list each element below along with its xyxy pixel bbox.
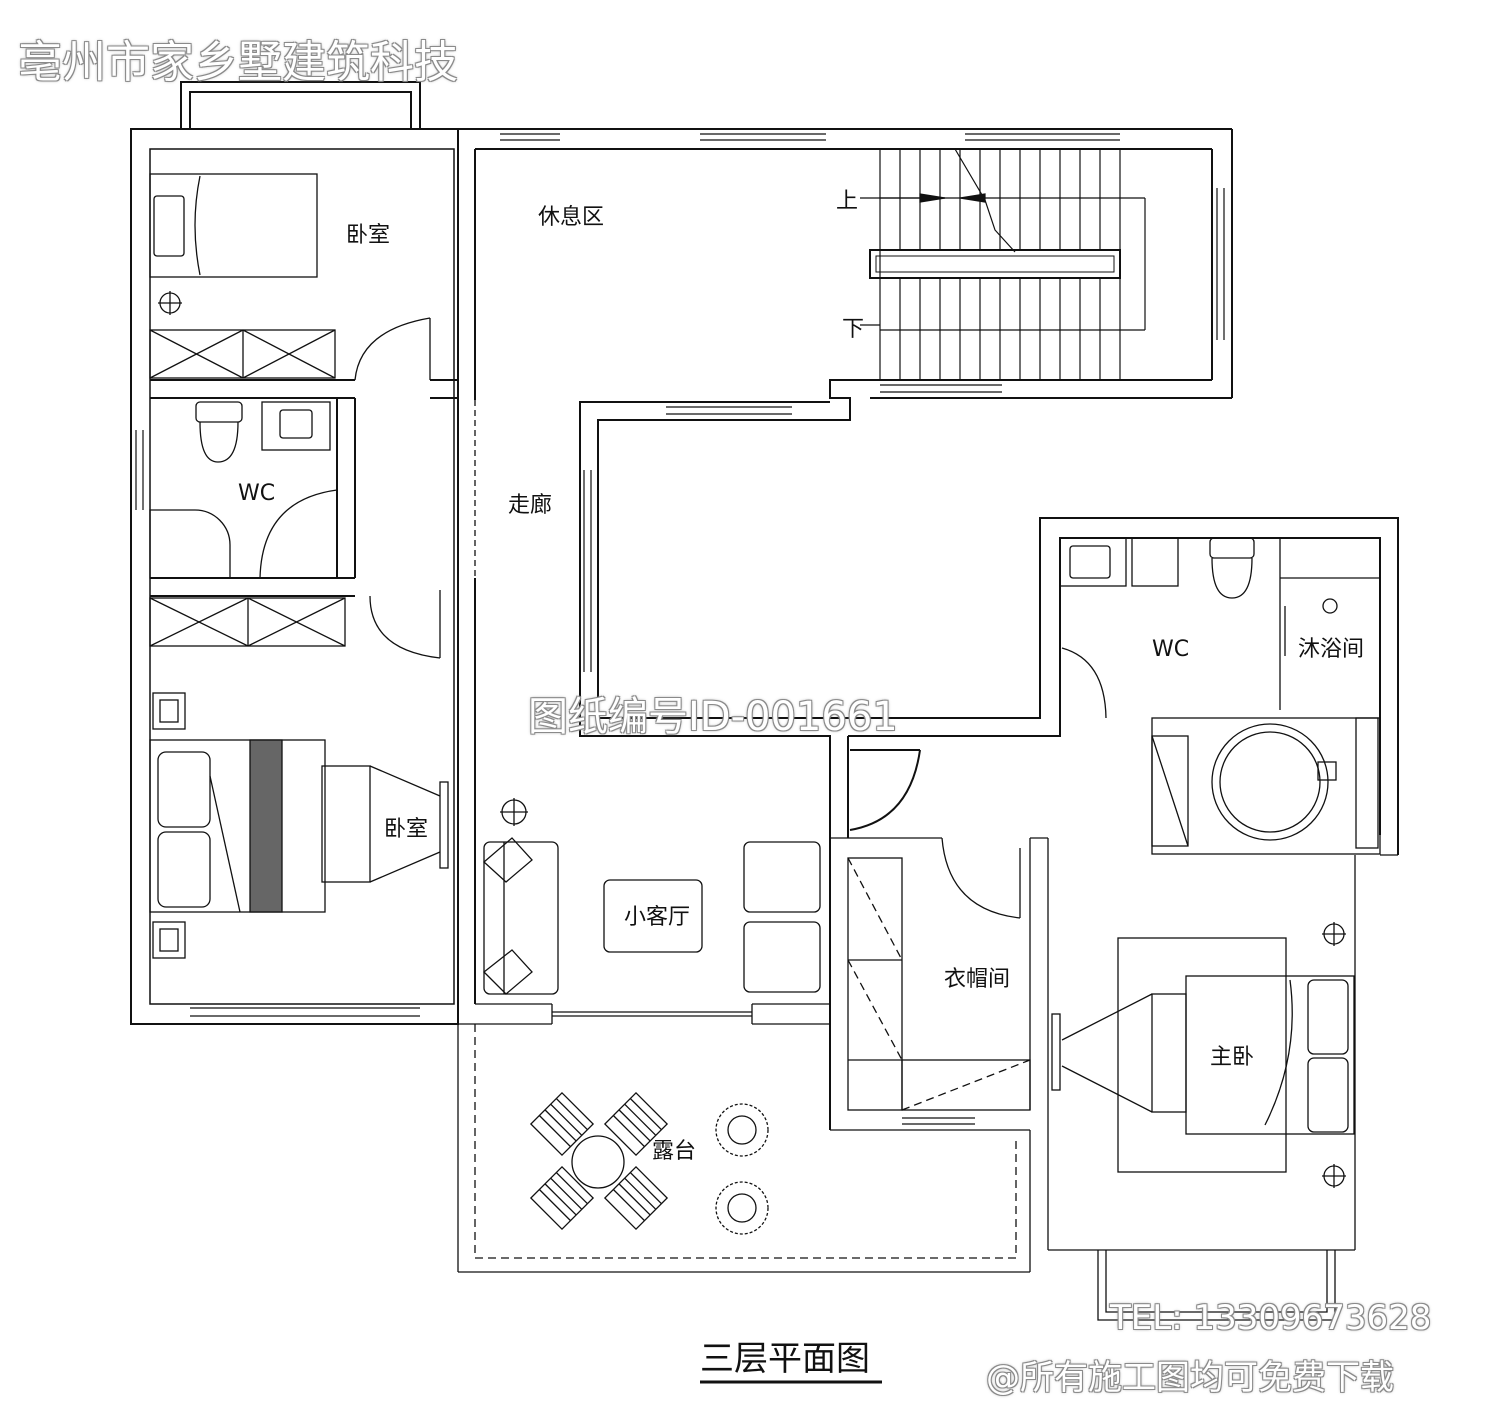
label-small-living: 小客厅 [624, 905, 690, 930]
drawing-title: 三层平面图 [700, 1339, 870, 1379]
lounge-walls [457, 128, 1233, 1024]
label-cloakroom: 衣帽间 [944, 967, 1010, 992]
bed-left [149, 597, 449, 959]
bathtub [1151, 717, 1398, 856]
master-bedroom-furniture [1048, 855, 1356, 1251]
label-corridor: 走廊 [508, 493, 552, 518]
label-stair-down: 下 [842, 317, 864, 342]
staircase [860, 148, 1146, 380]
drawing-id-watermark: 图纸编号ID-001661 [528, 694, 898, 740]
middle-walls [579, 517, 1399, 1130]
cloakroom [830, 837, 1049, 1250]
balcony-bottom [1097, 1250, 1336, 1321]
label-wc-left: WC [238, 481, 275, 506]
label-lounge: 休息区 [538, 205, 604, 230]
balcony-top [180, 81, 421, 129]
label-stair-up: 上 [836, 189, 858, 214]
download-note-watermark: @所有施工图均可免费下载 [986, 1358, 1394, 1398]
label-bedroom-top: 卧室 [346, 223, 390, 248]
windows-top [135, 133, 1225, 1017]
corridor-doors [369, 400, 476, 659]
label-bedroom-left: 卧室 [384, 817, 428, 842]
company-watermark: 亳州市家乡墅建筑科技 [18, 37, 458, 88]
label-master-bedroom: 主卧 [1210, 1045, 1254, 1070]
wc-right-fixtures [1059, 537, 1380, 719]
wc-left-fixtures [149, 401, 338, 579]
terrace [457, 1024, 1031, 1273]
left-wing-walls [130, 128, 459, 1025]
phone-watermark: TEL: 13309673628 [1110, 1298, 1432, 1338]
bed-top [149, 173, 431, 381]
label-shower: 沐浴间 [1298, 637, 1364, 662]
living-furniture [458, 798, 830, 1025]
label-terrace: 露台 [652, 1139, 696, 1164]
label-wc-right: WC [1152, 637, 1189, 662]
